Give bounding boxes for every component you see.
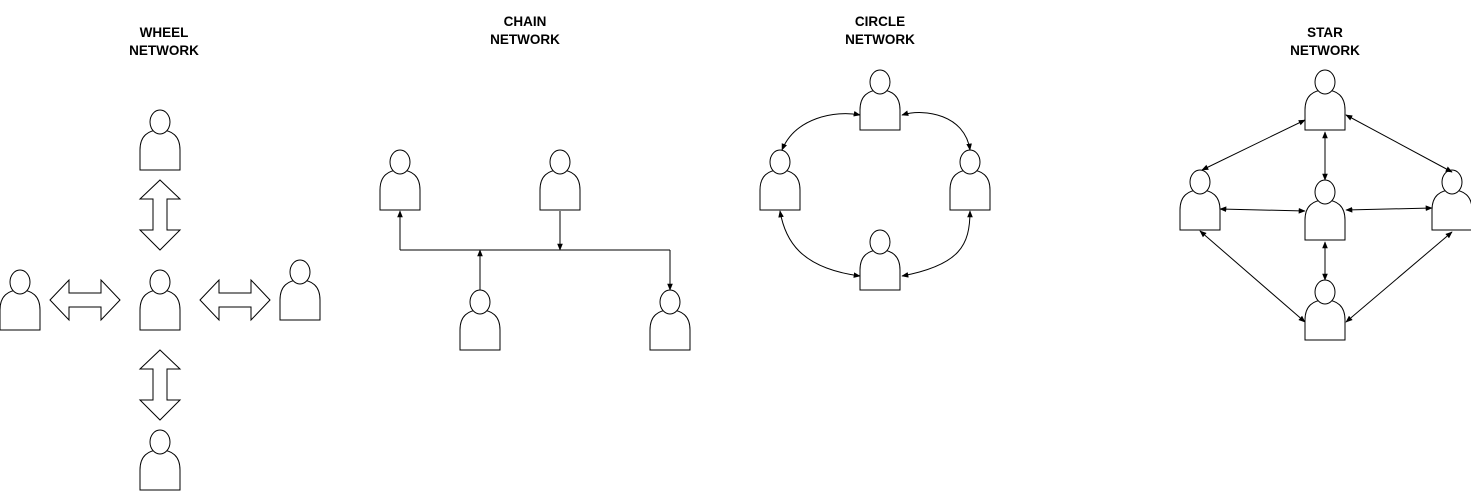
star-title-line2: NETWORK — [1290, 43, 1360, 58]
star-link-right-bottom — [1345, 231, 1453, 323]
chain-title-line1: CHAIN — [504, 14, 547, 29]
person-icon — [1431, 169, 1471, 231]
wheel-title-line2: NETWORK — [129, 43, 199, 58]
wheel-double-arrow-right — [199, 278, 271, 322]
wheel-double-arrow-top — [138, 179, 182, 251]
person-icon — [539, 149, 581, 211]
circle-link-top-right — [901, 110, 972, 151]
star-nodes — [1179, 69, 1471, 341]
person-icon — [759, 149, 801, 211]
person-icon — [279, 259, 321, 321]
wheel-double-arrow-left — [49, 278, 121, 322]
star-title-line1: STAR — [1307, 25, 1343, 40]
person-icon — [859, 229, 901, 291]
circle-link-bottom-left — [778, 210, 861, 278]
star-link-top-right — [1345, 114, 1453, 173]
person-icon — [649, 289, 691, 351]
person-icon — [1304, 279, 1346, 341]
chain-title-line2: NETWORK — [490, 32, 560, 47]
person-icon — [0, 269, 41, 331]
person-icon — [1304, 69, 1346, 131]
wheel-double-arrow-bottom — [138, 349, 182, 421]
person-icon — [459, 289, 501, 351]
person-icon — [139, 109, 181, 171]
circle-link-top-left — [781, 111, 861, 151]
person-icon — [1304, 179, 1346, 241]
wheel-title-line1: WHEEL — [140, 25, 189, 40]
star-link-left-bottom — [1199, 230, 1306, 323]
person-icon — [139, 269, 181, 331]
circle-title-line1: CIRCLE — [855, 14, 905, 29]
star-link-center-right — [1345, 205, 1433, 213]
wheel-nodes — [0, 109, 321, 491]
circle-network: CIRCLE NETWORK — [759, 14, 991, 291]
chain-network: CHAIN NETWORK — [379, 14, 691, 351]
person-icon — [379, 149, 421, 211]
circle-link-bottom-right — [901, 210, 973, 278]
star-link-center-left — [1219, 206, 1306, 214]
circle-nodes — [759, 69, 991, 291]
person-icon — [139, 429, 181, 491]
star-link-top-left — [1201, 119, 1306, 171]
star-network: STAR NETWORK — [1179, 25, 1471, 341]
wheel-network: WHEEL NETWORK — [0, 25, 321, 491]
person-icon — [1179, 169, 1221, 231]
chain-nodes — [379, 149, 691, 351]
circle-title-line2: NETWORK — [845, 32, 915, 47]
person-icon — [859, 69, 901, 131]
person-icon — [949, 149, 991, 211]
